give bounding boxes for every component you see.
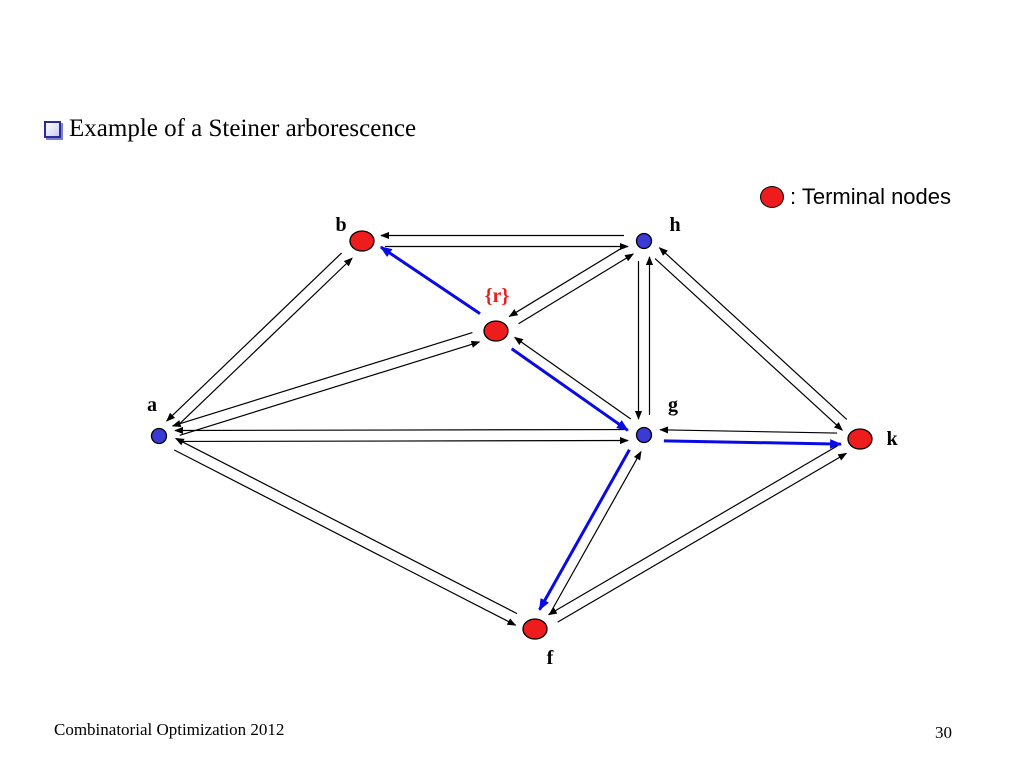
- node-r: [483, 320, 509, 342]
- arc-r-to-g: [510, 347, 629, 432]
- footer-course-title: Combinatorial Optimization 2012: [54, 720, 285, 739]
- arc-f-to-a: [174, 437, 518, 615]
- arc-r-to-b: [379, 245, 481, 315]
- arc-g-to-a: [174, 426, 624, 435]
- node-k: [847, 428, 873, 450]
- edges-layer: [166, 231, 848, 626]
- arc-r-to-a: [171, 332, 473, 428]
- slide-title: Example of a Steiner arborescence: [44, 115, 416, 143]
- arc-a-to-f: [174, 449, 517, 626]
- arc-f-to-g: [550, 450, 642, 612]
- node-label-g: g: [668, 394, 678, 416]
- arc-g-to-r: [513, 336, 632, 420]
- node-label-a: a: [147, 394, 157, 416]
- arc-h-to-r: [508, 246, 625, 317]
- arc-r-to-h: [518, 253, 634, 325]
- node-b: [349, 230, 375, 252]
- slide-title-text: Example of a Steiner arborescence: [69, 115, 417, 142]
- arc-k-to-h: [658, 247, 848, 420]
- arc-f-to-k: [557, 452, 848, 623]
- arc-a-to-r: [179, 340, 481, 436]
- arc-g-to-f: [538, 449, 631, 611]
- node-h: [635, 232, 653, 250]
- arc-k-to-g: [659, 426, 838, 434]
- node-f: [522, 618, 548, 640]
- arc-b-to-a: [166, 252, 343, 422]
- arc-h-to-k: [654, 258, 843, 431]
- node-label-r: {r}: [485, 285, 510, 307]
- node-label-b: b: [335, 214, 346, 236]
- legend-label: : Terminal nodes: [790, 184, 952, 209]
- node-label-f: f: [547, 647, 554, 669]
- node-a: [150, 427, 168, 445]
- node-g: [635, 426, 653, 444]
- node-label-k: k: [886, 428, 898, 450]
- terminal-node-legend-icon: [760, 186, 784, 208]
- node-label-h: h: [669, 214, 680, 236]
- arc-g-to-k: [663, 439, 843, 449]
- arc-k-to-f: [547, 445, 838, 616]
- labels-layer: a b h {r} g k f: [147, 214, 898, 669]
- checkbox-bullet-icon: [44, 120, 61, 138]
- arc-a-to-b: [176, 257, 353, 427]
- legend: : Terminal nodes: [760, 184, 951, 210]
- page-number: 30: [935, 723, 952, 742]
- nodes-layer: [150, 230, 873, 640]
- arc-a-to-g: [179, 436, 629, 445]
